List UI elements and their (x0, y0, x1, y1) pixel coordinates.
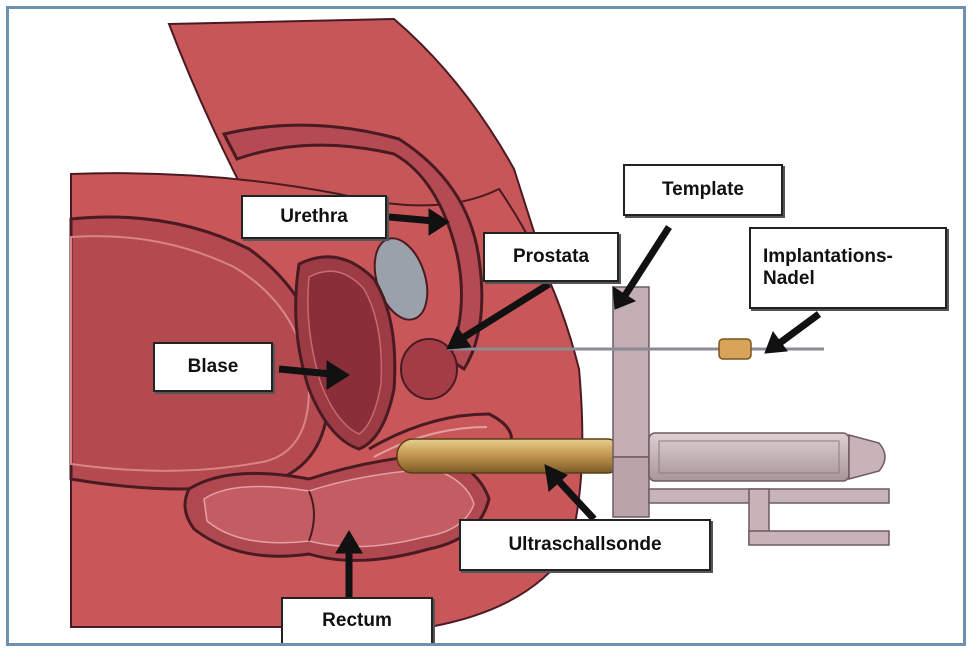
label-implantations-nadel-line1: Implantations- (763, 246, 893, 268)
diagram-frame: Urethra Template Prostata Implantations-… (6, 6, 966, 646)
template-plate (613, 287, 649, 457)
label-urethra: Urethra (241, 195, 387, 239)
stepper-device (649, 433, 849, 481)
label-rectum: Rectum (281, 597, 433, 645)
label-implantations-nadel: Implantations- Nadel (749, 227, 947, 309)
label-implantations-nadel-line2: Nadel (763, 268, 815, 290)
label-prostata: Prostata (483, 232, 619, 282)
label-blase: Blase (153, 342, 273, 392)
label-ultraschallsonde: Ultraschallsonde (459, 519, 711, 571)
label-template: Template (623, 164, 783, 216)
ultrasound-probe (397, 439, 623, 473)
